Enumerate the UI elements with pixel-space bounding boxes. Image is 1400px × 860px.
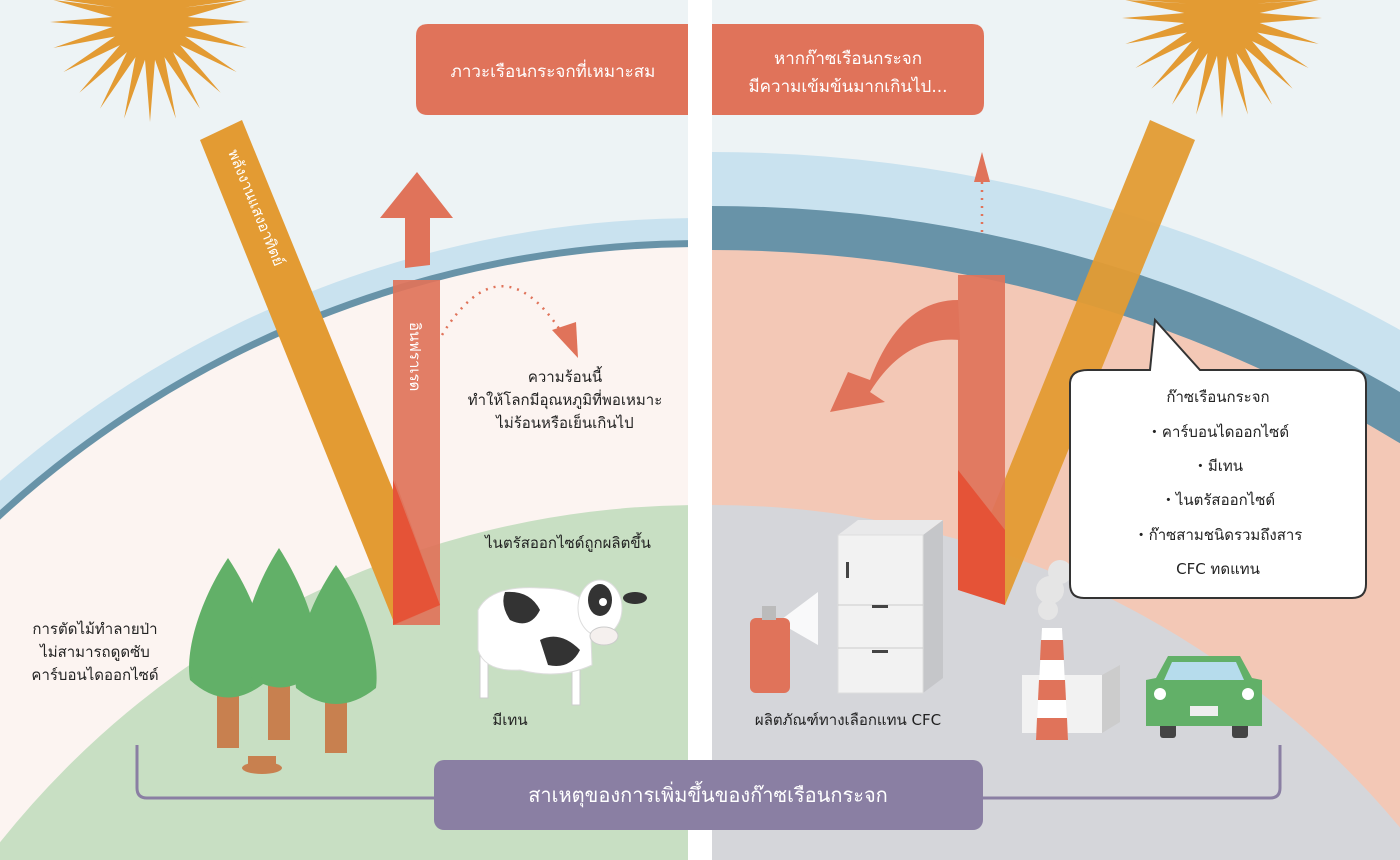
panel-divider — [688, 0, 712, 860]
deforestation-line-1: การตัดไม้ทำลายป่า — [32, 620, 157, 638]
footer-label: สาเหตุของการเพิ่มขึ้นของก๊าซเรือนกระจก — [528, 781, 888, 808]
callout-item: ・มีเทน — [1193, 457, 1243, 475]
left-panel: พลังงานแสงอาทิตย์ อินฟราเรด ความร้อนนี้ … — [0, 0, 688, 860]
callout-item: CFC ทดแทน — [1176, 560, 1260, 578]
right-title-line-2: มีความเข้มข้นมากเกินไป... — [748, 76, 947, 97]
sun-rays — [50, 0, 250, 122]
sun-rays — [1122, 0, 1322, 118]
infrared-arrow — [380, 172, 453, 268]
deforestation-line-2: ไม่สามารถดูดซับ — [39, 643, 150, 661]
left-title: ภาวะเรือนกระจกที่เหมาะสม — [451, 59, 656, 82]
right-title-line-1: หากก๊าซเรือนกระจก — [774, 49, 922, 69]
right-title-box: หากก๊าซเรือนกระจก มีความเข้มข้นมากเกินไป… — [712, 24, 984, 115]
callout-item: ・ก๊าซสามชนิดรวมถึงสาร — [1134, 526, 1303, 544]
footer-label-box: สาเหตุของการเพิ่มขึ้นของก๊าซเรือนกระจก — [434, 760, 983, 830]
heat-note-line-2: ทำให้โลกมีอุณหภูมิที่พอเหมาะ — [468, 389, 663, 410]
spray-can-icon — [750, 592, 818, 693]
cfc-note: ผลิตภัณฑ์ทางเลือกแทน CFC — [755, 711, 941, 729]
callout-item: ・คาร์บอนไดออกไซด์ — [1147, 423, 1289, 441]
cow-icon — [477, 579, 647, 706]
factory-chimney-icon — [1022, 560, 1120, 740]
refrigerator-icon — [837, 520, 943, 694]
nitrous-note: ไนตรัสออกไซด์ถูกผลิตขึ้น — [484, 532, 651, 552]
heat-note-line-1: ความร้อนนี้ — [528, 366, 603, 386]
sunlight-beam — [960, 120, 1195, 605]
car-icon — [1146, 656, 1262, 738]
left-title-box: ภาวะเรือนกระจกที่เหมาะสม — [416, 24, 688, 115]
sun-icon — [50, 0, 250, 122]
callout-item: ・ไนตรัสออกไซด์ — [1161, 491, 1275, 509]
reflected-heat-dotted-arrow — [440, 285, 562, 336]
greenhouse-gas-callout: ก๊าซเรือนกระจก ・คาร์บอนไดออกไซด์ ・มีเทน … — [1069, 317, 1367, 599]
trees-icon — [189, 548, 377, 774]
sun-icon — [1122, 0, 1322, 118]
deforestation-line-3: คาร์บอนไดออกไซด์ — [31, 666, 158, 684]
callout-heading: ก๊าซเรือนกระจก — [1166, 388, 1269, 406]
infrared-label: อินฟราเรด — [406, 322, 424, 391]
methane-note: มีเทน — [492, 711, 527, 729]
heat-note-line-3: ไม่ร้อนหรือเย็นเกินไป — [495, 413, 633, 432]
sunlight-beam — [200, 120, 440, 625]
